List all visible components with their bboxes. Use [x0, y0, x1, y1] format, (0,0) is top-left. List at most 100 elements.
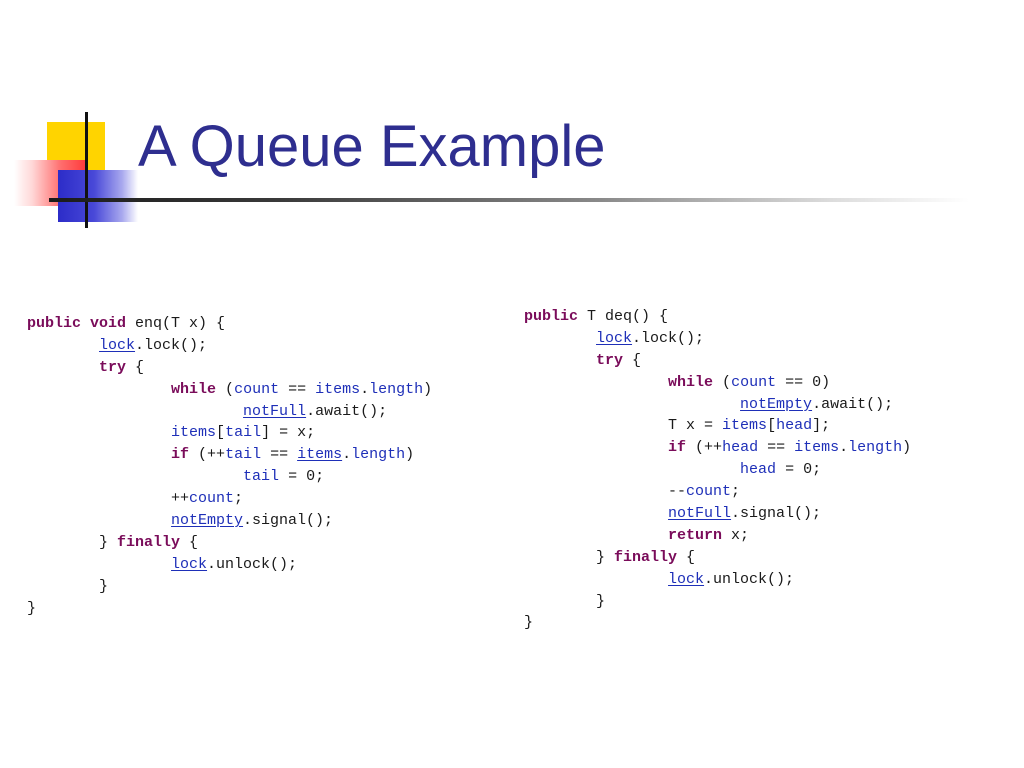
code-token: .	[839, 439, 849, 457]
code-token	[27, 556, 171, 573]
code-identifier: tail	[225, 424, 262, 442]
code-token: = 0;	[776, 461, 822, 479]
code-line: while (count == items.length)	[27, 379, 432, 401]
code-line: T x = items[head];	[524, 415, 911, 437]
code-link: lock	[171, 555, 208, 573]
code-token: .	[360, 380, 370, 398]
code-token: .signal();	[243, 512, 334, 530]
code-identifier: head	[740, 461, 777, 479]
code-line: }	[27, 598, 432, 620]
code-identifier: count	[234, 380, 280, 398]
code-token: ==	[279, 380, 316, 398]
decor-blue-square	[58, 170, 138, 222]
code-link: notEmpty	[740, 395, 813, 413]
code-identifier: tail	[243, 468, 280, 486]
code-identifier: items	[171, 424, 217, 442]
code-line: public T deq() {	[524, 306, 911, 328]
code-token: = 0;	[279, 468, 325, 486]
code-token	[524, 439, 668, 456]
code-token: {	[126, 358, 145, 376]
code-token: .lock();	[135, 336, 208, 354]
code-token: {	[623, 351, 642, 369]
code-token: x;	[722, 526, 750, 544]
code-line: lock.lock();	[524, 328, 911, 350]
code-token: ];	[812, 417, 831, 435]
code-token: )	[902, 439, 912, 457]
code-line: tail = 0;	[27, 466, 432, 488]
code-keyword: finally	[614, 548, 678, 566]
code-line: lock.unlock();	[27, 554, 432, 576]
code-link: notFull	[668, 505, 732, 523]
enq-code-block: public void enq(T x) { lock.lock(); try …	[27, 313, 432, 619]
code-line: head = 0;	[524, 459, 911, 481]
code-identifier: count	[731, 373, 777, 391]
code-token: ] = x;	[261, 424, 316, 442]
code-token	[524, 352, 596, 369]
code-token: )	[405, 446, 415, 464]
code-identifier: length	[369, 380, 424, 398]
code-token: .signal();	[731, 505, 822, 523]
code-keyword: try	[596, 351, 624, 369]
code-token: ;	[234, 490, 244, 508]
slide-title: A Queue Example	[138, 114, 606, 179]
code-line: notFull.await();	[27, 401, 432, 423]
code-token: .unlock();	[704, 570, 795, 588]
code-token: }	[524, 614, 534, 632]
code-link: lock	[99, 336, 136, 354]
code-line: lock.lock();	[27, 335, 432, 357]
code-token	[27, 337, 99, 354]
code-line: notFull.signal();	[524, 503, 911, 525]
title-underline	[49, 198, 969, 202]
code-token	[27, 403, 243, 420]
code-link: lock	[596, 329, 633, 347]
code-token	[524, 527, 668, 544]
code-line: try {	[524, 350, 911, 372]
code-token	[81, 315, 90, 332]
code-line: }	[27, 576, 432, 598]
code-token	[27, 512, 171, 529]
code-link: lock	[668, 570, 705, 588]
code-line: } finally {	[27, 532, 432, 554]
code-token	[27, 446, 171, 463]
code-token: .await();	[812, 395, 894, 413]
code-keyword: public	[524, 308, 579, 325]
code-identifier: count	[686, 483, 732, 501]
code-keyword: if	[171, 446, 190, 464]
code-token: (	[713, 373, 732, 391]
decor-vertical-line	[85, 112, 88, 228]
code-token: ++	[27, 490, 190, 508]
code-identifier: head	[722, 439, 759, 457]
code-token	[27, 424, 171, 441]
code-token: {	[180, 533, 199, 551]
code-token	[27, 381, 171, 398]
code-token: .unlock();	[207, 555, 298, 573]
code-identifier: items	[722, 417, 768, 435]
code-identifier: tail	[225, 446, 262, 464]
code-token: )	[423, 380, 433, 398]
code-line: while (count == 0)	[524, 372, 911, 394]
code-identifier: length	[848, 439, 903, 457]
code-token: .	[342, 446, 352, 464]
code-line: notEmpty.signal();	[27, 510, 432, 532]
code-line: --count;	[524, 481, 911, 503]
code-keyword: try	[99, 358, 127, 376]
deq-code-block: public T deq() { lock.lock(); try { whil…	[524, 306, 911, 634]
code-token: enq(T x) {	[126, 315, 226, 332]
code-link: notEmpty	[171, 512, 244, 530]
code-token	[524, 330, 596, 347]
code-token: == 0)	[776, 373, 831, 391]
code-keyword: void	[90, 315, 127, 332]
code-line: ++count;	[27, 488, 432, 510]
code-line: }	[524, 612, 911, 634]
code-token: ==	[261, 446, 298, 464]
code-line: return x;	[524, 525, 911, 547]
code-token: {	[677, 548, 696, 566]
code-keyword: if	[668, 439, 687, 457]
code-line: try {	[27, 357, 432, 379]
code-line: lock.unlock();	[524, 569, 911, 591]
code-identifier: head	[776, 417, 813, 435]
code-token	[27, 468, 243, 485]
code-token: [	[767, 417, 777, 435]
code-identifier: items	[315, 380, 361, 398]
code-keyword: while	[171, 380, 217, 398]
